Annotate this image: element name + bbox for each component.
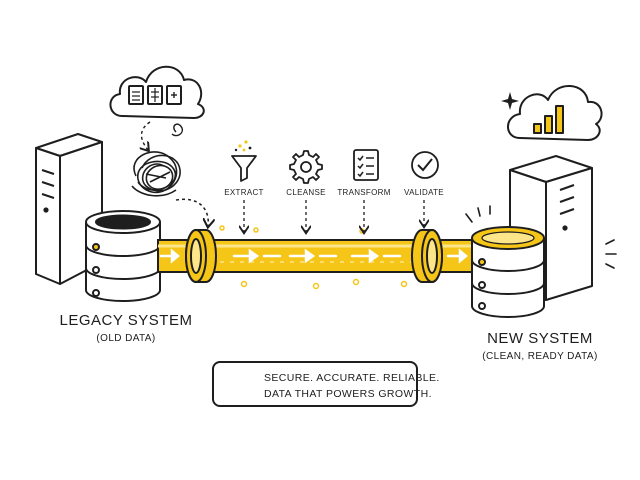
- swirl-doodle: [171, 123, 184, 137]
- new-system-subtitle: (CLEAN, READY DATA): [482, 351, 598, 362]
- pipe-flange-left: [185, 229, 217, 283]
- step-label-validate: VALIDATE: [404, 188, 444, 197]
- messy-data-scribble: [131, 151, 181, 197]
- new-database-icon: [471, 226, 545, 318]
- checklist-icon: [353, 149, 379, 181]
- gear-icon: [289, 150, 323, 184]
- documents-cloud-icon: [109, 65, 205, 119]
- data-particles: [219, 225, 408, 290]
- tagline-banner: SECURE. ACCURATE. RELIABLE. DATA THAT PO…: [212, 361, 439, 407]
- check-circle-icon: [411, 151, 439, 179]
- scribble-to-pipe-arrow: [175, 198, 208, 226]
- tagline-line-2: DATA THAT POWERS GROWTH.: [264, 388, 432, 400]
- step-label-extract: EXTRACT: [224, 188, 264, 197]
- legacy-database-icon: [85, 210, 161, 302]
- tagline-line-1: SECURE. ACCURATE. RELIABLE.: [264, 372, 440, 384]
- pipeline-flow-arrows: [159, 248, 468, 264]
- funnel-icon: [231, 140, 257, 182]
- step-label-transform: TRANSFORM: [337, 188, 391, 197]
- tagline-text: SECURE. ACCURATE. RELIABLE. DATA THAT PO…: [264, 370, 440, 402]
- highlight-burst-marks: [465, 205, 617, 269]
- legacy-system-subtitle: (OLD DATA): [96, 333, 156, 344]
- analytics-cloud-icon: [507, 85, 603, 141]
- step-connectors: [244, 200, 424, 232]
- pipe-flange-right: [411, 229, 443, 283]
- new-system-title: NEW SYSTEM: [487, 330, 593, 347]
- cloud-connector-arrow: [142, 121, 151, 150]
- legacy-system-title: LEGACY SYSTEM: [59, 312, 193, 329]
- sparkle-icon: [501, 92, 519, 110]
- step-label-cleanse: CLEANSE: [286, 188, 326, 197]
